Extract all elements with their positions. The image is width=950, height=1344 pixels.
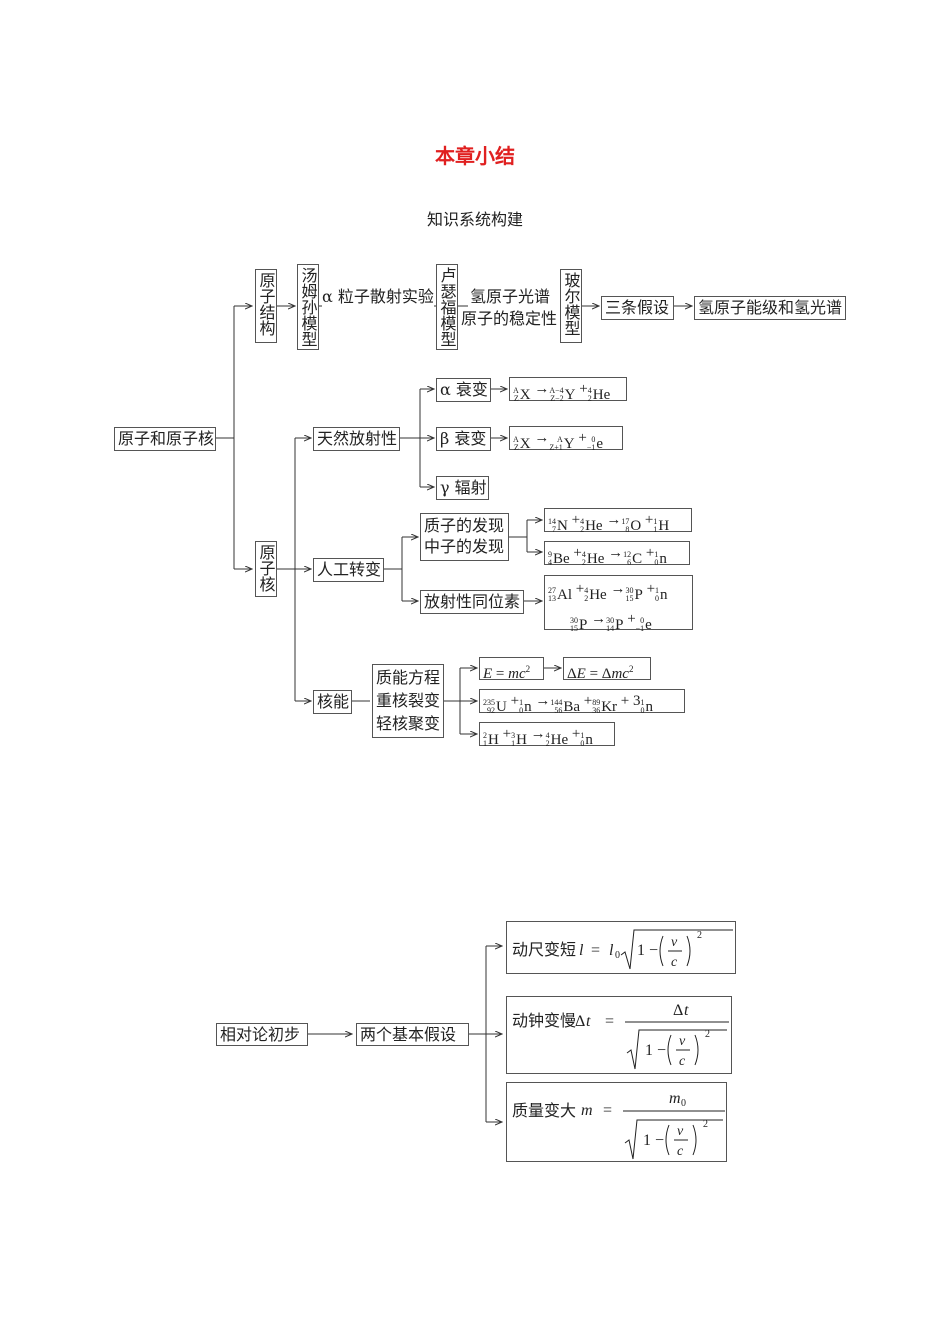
- length-formula: l = l 0 1 − v c 2: [579, 929, 733, 970]
- mass-increase-label: 质量变大: [512, 1101, 577, 1120]
- svg-text:1 −: 1 −: [637, 942, 658, 959]
- mass-energy-label: 质能方程: [376, 668, 441, 687]
- page-title: 本章小结: [435, 144, 515, 168]
- atom-stability-label: 原子的稳定性: [461, 309, 558, 328]
- svg-text:Δ: Δ: [673, 1002, 683, 1019]
- svg-text:v: v: [679, 1034, 686, 1049]
- vertical-label: 原子核: [256, 544, 276, 592]
- root-node: 原子和原子核: [114, 427, 216, 451]
- svg-text:=: =: [605, 1013, 614, 1030]
- postulates-node: 两个基本假设: [356, 1023, 469, 1046]
- vertical-label: 玻尔模型: [561, 272, 581, 336]
- alpha-decay-node: α 衰变: [436, 378, 491, 402]
- thomson-model-node: 汤姆孙模型: [297, 264, 319, 350]
- artificial-transmutation-node: 人工转变: [313, 558, 384, 582]
- svg-text:0: 0: [615, 950, 620, 961]
- svg-text:c: c: [679, 1054, 686, 1069]
- svg-text:2: 2: [703, 1119, 708, 1130]
- vertical-label: 卢瑟福模型: [437, 267, 457, 347]
- length-contraction-box: 动尺变短 l = l 0 1 − v c 2: [506, 921, 736, 974]
- svg-text:l: l: [609, 942, 614, 959]
- svg-text:m: m: [669, 1090, 681, 1107]
- svg-text:Δ: Δ: [575, 1013, 585, 1030]
- alpha-scattering-label: α 粒子散射实验: [322, 287, 434, 306]
- hydrogen-spectrum-label: 氢原子光谱: [470, 287, 551, 306]
- svg-text:c: c: [677, 1144, 684, 1159]
- delta-mass-energy-equation: ΔE = Δmc2: [563, 657, 651, 682]
- section-subtitle: 知识系统构建: [426, 210, 523, 229]
- fission-label: 重核裂变: [376, 691, 441, 710]
- radioisotope-node: 放射性同位素: [420, 590, 524, 614]
- natural-radioactivity-node: 天然放射性: [313, 427, 400, 451]
- relativity-root-node: 相对论初步: [216, 1023, 308, 1046]
- three-assumptions-node: 三条假设: [601, 296, 674, 320]
- svg-text:t: t: [684, 1002, 689, 1019]
- svg-text:c: c: [671, 955, 678, 970]
- svg-text:=: =: [603, 1102, 612, 1119]
- svg-text:=: =: [591, 942, 600, 959]
- svg-text:l: l: [579, 942, 584, 959]
- svg-text:2: 2: [697, 930, 702, 941]
- nucleus-node: 原子核: [255, 541, 277, 597]
- beta-decay-node: β 衰变: [436, 427, 491, 451]
- proton-discovery-label: 质子的发现: [424, 516, 505, 535]
- length-contraction-label: 动尺变短: [512, 940, 577, 959]
- svg-text:t: t: [586, 1013, 591, 1030]
- neutron-discovery-label: 中子的发现: [424, 537, 505, 556]
- svg-text:1 −: 1 −: [643, 1132, 664, 1149]
- time-dilation-label: 动钟变慢: [512, 1011, 577, 1030]
- nuclear-topics-node: 质能方程 重核裂变 轻核聚变: [372, 664, 444, 738]
- svg-text:1 −: 1 −: [645, 1042, 666, 1059]
- fusion-label: 轻核聚变: [376, 714, 441, 733]
- energy-levels-node: 氢原子能级和氢光谱: [694, 296, 846, 320]
- svg-text:2: 2: [705, 1029, 710, 1040]
- svg-text:v: v: [677, 1124, 684, 1139]
- nuclear-energy-node: 核能: [313, 690, 352, 714]
- svg-text:0: 0: [681, 1098, 686, 1109]
- discovery-node: 质子的发现 中子的发现: [420, 513, 509, 561]
- vertical-label: 汤姆孙模型: [298, 267, 318, 347]
- rutherford-model-node: 卢瑟福模型: [436, 264, 458, 350]
- atom-structure-node: 原子结构: [255, 269, 277, 343]
- svg-text:m: m: [581, 1102, 593, 1119]
- svg-text:v: v: [671, 935, 678, 950]
- mass-energy-equation: E = mc2: [479, 657, 544, 682]
- gamma-radiation-node: γ 辐射: [436, 476, 489, 500]
- vertical-label: 原子结构: [256, 272, 276, 336]
- bohr-model-node: 玻尔模型: [560, 269, 582, 343]
